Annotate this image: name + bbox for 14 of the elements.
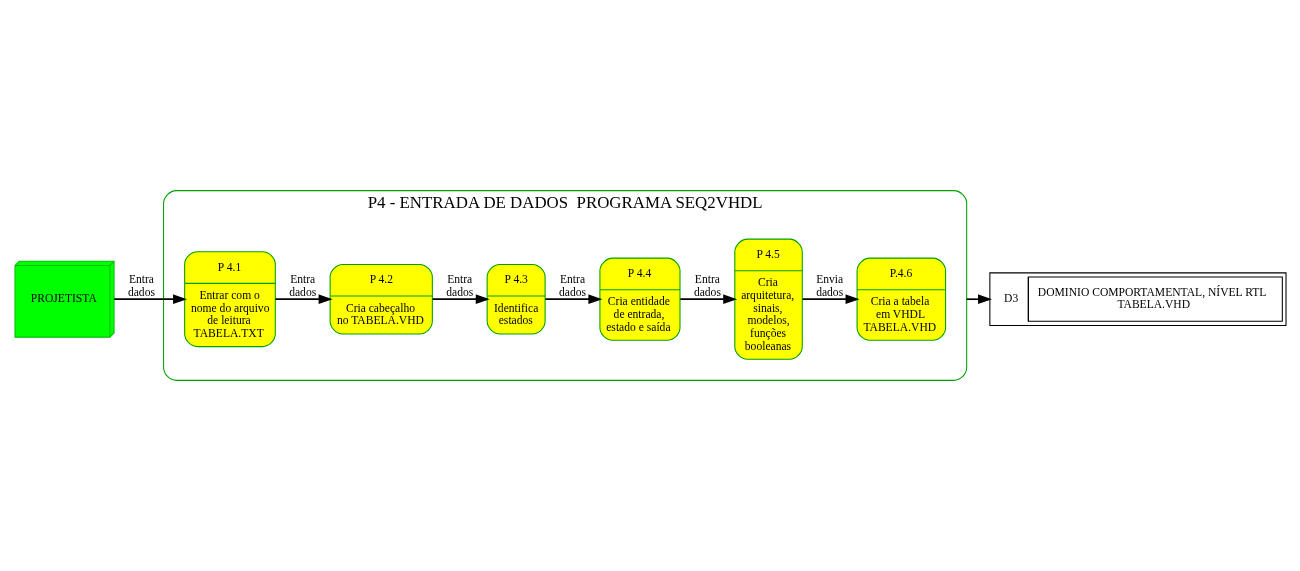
edge-label: Envia dados <box>815 273 843 299</box>
edge-label: Entra dados <box>288 273 316 299</box>
arrow <box>431 294 490 305</box>
arrow <box>112 294 187 305</box>
arrow <box>965 294 992 305</box>
arrow <box>544 294 602 305</box>
edge-label: Entra dados <box>127 273 155 299</box>
arrow <box>801 294 859 305</box>
edge-label: Entra dados <box>693 273 721 299</box>
arrow <box>679 294 737 305</box>
arrow <box>274 294 333 305</box>
edge-label: Entra dados <box>445 273 473 299</box>
edge-label: Entra dados <box>558 273 586 299</box>
node-box: D3 DOMINIO COMPORTAMENTAL, NÍVEL RTL TABELA.VHD <box>988 272 1287 327</box>
